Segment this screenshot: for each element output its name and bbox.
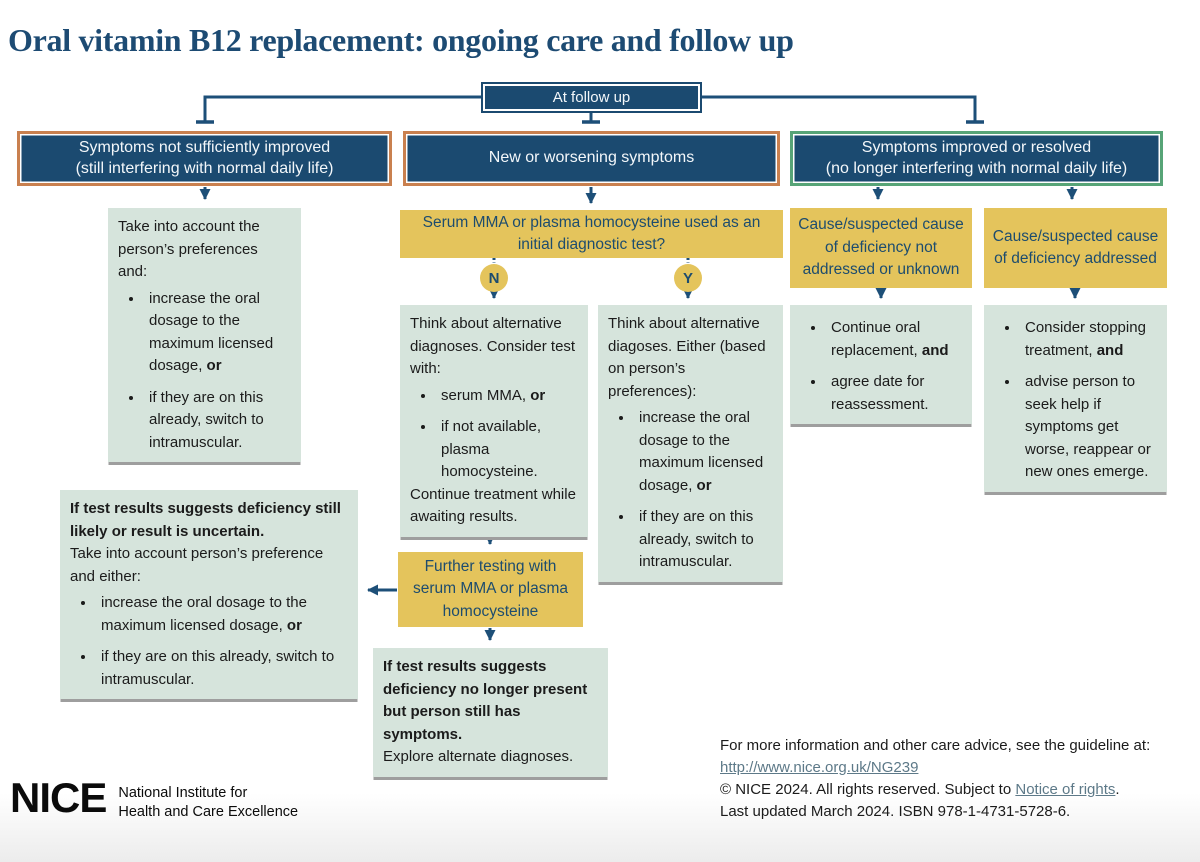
nice-logo-org-name: National Institute for Health and Care E…: [118, 784, 298, 822]
yes-indicator: Y: [674, 264, 702, 292]
yes-label: Y: [682, 269, 693, 287]
at-follow-up-label: At follow up: [552, 88, 631, 106]
footer-info-line: For more information and other care advi…: [720, 737, 1151, 754]
at-follow-up-node: At follow up: [483, 84, 700, 111]
no-indicator: N: [480, 264, 508, 292]
box-consider-stopping: Consider stopping treatment, andadvise p…: [984, 305, 1167, 492]
notice-of-rights-link[interactable]: Notice of rights: [1015, 781, 1116, 798]
box-take-into-account: Take into account the person’s preferenc…: [108, 208, 301, 462]
cause-addressed-label: Cause/suspected cause of deficiency addr…: [992, 227, 1159, 267]
box-cause-addressed: Cause/suspected cause of deficiency addr…: [984, 208, 1167, 288]
question-label: Serum MMA or plasma homocysteine used as…: [422, 213, 761, 253]
org-line: Health and Care Excellence: [118, 804, 299, 820]
box-deficiency-no-longer-present: If test results suggests deficiency no l…: [373, 648, 608, 777]
no-label: N: [488, 269, 500, 287]
branch-new-worsening-symptoms: New or worsening symptoms: [403, 131, 780, 186]
box-further-testing: Further testing with serum MMA or plasma…: [398, 552, 583, 627]
box-think-alternative-no: Think about alternative diagnoses. Consi…: [400, 305, 588, 537]
box-cause-not-addressed: Cause/suspected cause of deficiency not …: [790, 208, 972, 288]
footer-updated-line: Last updated March 2024. ISBN 978-1-4731…: [720, 803, 1071, 820]
page-title: Oral vitamin B12 replacement: ongoing ca…: [8, 22, 794, 58]
branch-line: (still interfering with normal daily lif…: [75, 159, 334, 177]
branch-line: New or worsening symptoms: [488, 149, 695, 167]
guideline-link[interactable]: http://www.nice.org.uk/NG239: [720, 759, 919, 776]
nice-logo-acronym: NICE: [10, 774, 107, 821]
box-mma-question: Serum MMA or plasma homocysteine used as…: [400, 210, 783, 258]
copyright-period: .: [1115, 781, 1120, 798]
branch-symptoms-improved: Symptoms improved or resolved (no longer…: [790, 131, 1163, 186]
branch-symptoms-not-improved: Symptoms not sufficiently improved (stil…: [17, 131, 392, 186]
cause-not-addressed-label: Cause/suspected cause of deficiency not …: [798, 216, 964, 279]
nice-logo: NICE National Institute for Health and C…: [10, 774, 298, 822]
copyright-text: © NICE 2024. All rights reserved. Subjec…: [720, 781, 1016, 798]
branch-line: (no longer interfering with normal daily…: [825, 159, 1128, 177]
org-line: National Institute for: [118, 785, 248, 801]
box-continue-oral-replacement: Continue oral replacement, andagree date…: [790, 305, 972, 424]
footer: For more information and other care advi…: [720, 735, 1195, 823]
box-deficiency-still-likely: If test results suggests deficiency stil…: [60, 490, 358, 699]
branch-line: Symptoms not sufficiently improved: [78, 138, 331, 156]
footer-copyright-line: © NICE 2024. All rights reserved. Subjec…: [720, 779, 1195, 801]
further-testing-label: Further testing with serum MMA or plasma…: [412, 557, 569, 620]
branch-line: Symptoms improved or resolved: [861, 138, 1092, 156]
box-think-alternative-yes: Think about alternative diagoses. Either…: [598, 305, 783, 582]
